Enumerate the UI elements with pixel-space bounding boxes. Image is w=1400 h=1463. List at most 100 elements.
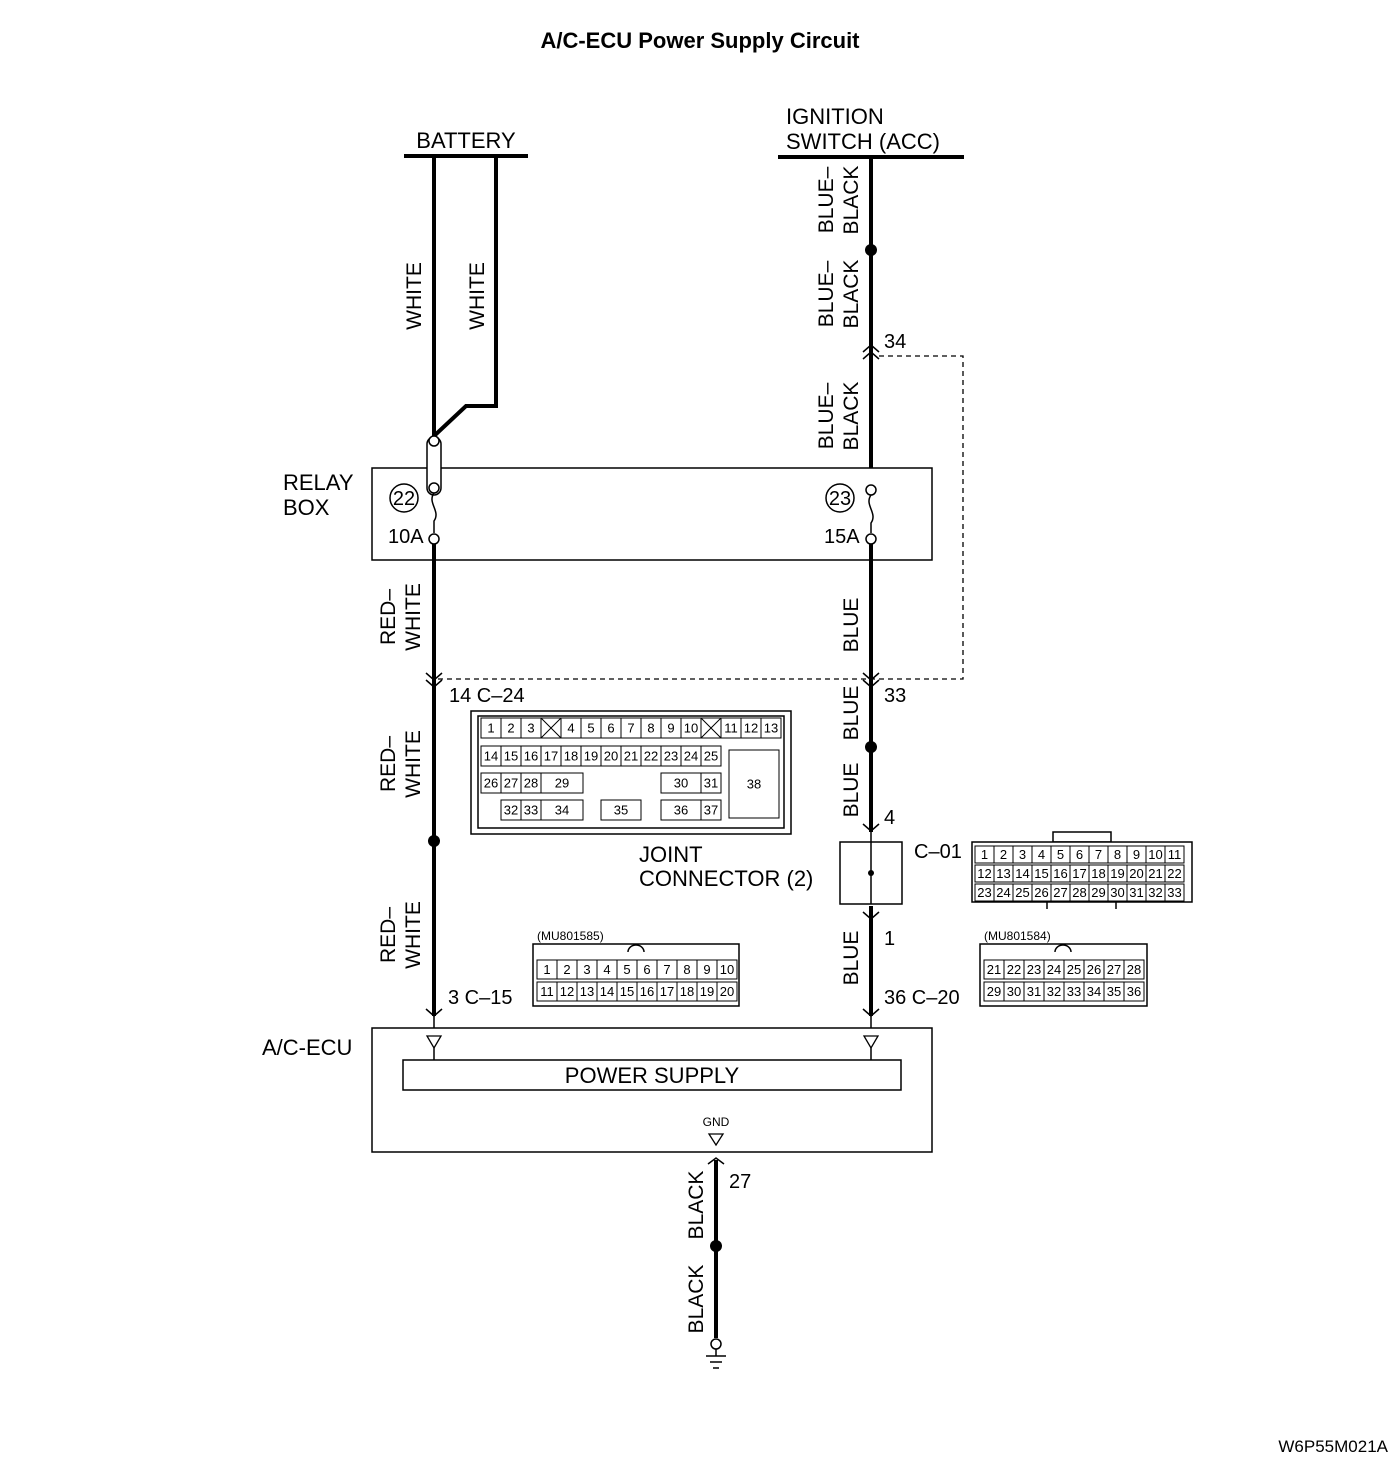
connector-cavity: [700, 745, 722, 767]
pin-number: 11: [540, 984, 554, 999]
ecu-gnd-triangle: [707, 1133, 725, 1147]
pin-number: 8: [683, 962, 690, 977]
pin-number: 3: [1019, 847, 1026, 862]
pin-number: 6: [607, 721, 614, 736]
pin-number: 14: [600, 984, 614, 999]
pin-number: 28: [1072, 885, 1086, 900]
pin-number: 17: [1072, 866, 1086, 881]
pin-number: 22: [1007, 962, 1021, 977]
pin-number: 37: [704, 803, 718, 818]
connector-cavity: [716, 959, 738, 980]
pin-number: 34: [1087, 984, 1101, 999]
pin-number: 33: [524, 803, 538, 818]
connector-cavity: [700, 772, 722, 794]
connector-cavity: [600, 799, 642, 821]
wire-color-left-a: RED– WHITE: [377, 583, 425, 651]
ignition-label-line2: SWITCH (ACC): [786, 129, 940, 154]
connector-marker-33b: [862, 679, 880, 688]
pin-number: 15: [620, 984, 634, 999]
pin-number: 19: [584, 749, 598, 764]
power-supply-label: POWER SUPPLY: [565, 1063, 740, 1088]
pin-number: 2: [1000, 847, 1007, 862]
pin-number: 30: [1007, 984, 1021, 999]
pin-number: 20: [720, 984, 734, 999]
pin-number: 18: [680, 984, 694, 999]
splice-dot-ign: [865, 244, 877, 256]
drawing-code: W6P55M021A: [1278, 1437, 1388, 1456]
connector-cavity: [1164, 864, 1185, 883]
pin-number: 3: [583, 962, 590, 977]
svg-text:WHITE: WHITE: [402, 730, 425, 798]
pin-number: 19: [700, 984, 714, 999]
fuse-pin-22-top: [428, 435, 440, 447]
svg-text:RED–: RED–: [377, 907, 400, 963]
pin-number: 18: [564, 749, 578, 764]
pin-number: 28: [524, 776, 538, 791]
pin-number: 31: [704, 776, 718, 791]
pin-number: 2: [507, 721, 514, 736]
pin-number: 29: [1091, 885, 1105, 900]
pin-number: 25: [1015, 885, 1029, 900]
relay-box-label-line1: RELAY: [283, 470, 354, 495]
wire-color-gnd-a: BLACK: [685, 1171, 708, 1240]
pin-number: 6: [643, 962, 650, 977]
pin-number: 17: [660, 984, 674, 999]
pin-number: 32: [504, 803, 518, 818]
svg-text:WHITE: WHITE: [402, 583, 425, 651]
connector-marker-33a: [862, 672, 880, 681]
svg-text:BLACK: BLACK: [840, 260, 863, 329]
pin-number: 33: [1167, 885, 1181, 900]
connector-cavity: [540, 772, 584, 794]
terminal-34: 34: [884, 331, 906, 353]
pin-number: 23: [977, 885, 991, 900]
pin-number: 36: [674, 803, 688, 818]
joint-connector-label-line2: CONNECTOR (2): [639, 866, 813, 891]
svg-text:RED–: RED–: [377, 589, 400, 645]
pin-number: 6: [1076, 847, 1083, 862]
wire-color-right-d: BLUE: [840, 931, 863, 986]
connector-marker-14b: [425, 679, 443, 688]
pin-number: 12: [560, 984, 574, 999]
pin-number: 17: [544, 749, 558, 764]
wire-color-battery-left: WHITE: [403, 262, 426, 330]
pin-number: 20: [604, 749, 618, 764]
svg-text:RED–: RED–: [377, 736, 400, 792]
wire-color-right-a: BLUE: [840, 598, 863, 653]
svg-text:WHITE: WHITE: [402, 901, 425, 969]
pin-number: 25: [1067, 962, 1081, 977]
pin-number: 26: [1034, 885, 1048, 900]
pin-number: 10: [720, 962, 734, 977]
svg-text:BLUE–: BLUE–: [815, 166, 838, 233]
pin-number: 9: [667, 721, 674, 736]
part-number-c20: (MU801584): [984, 929, 1051, 943]
pin-number: 4: [567, 721, 574, 736]
pin-number: 3: [527, 721, 534, 736]
terminal-27: 27: [729, 1171, 751, 1193]
connector-marker-34b: [862, 351, 880, 360]
pin-number: 14: [484, 749, 498, 764]
pin-number: 25: [704, 749, 718, 764]
connector-cavity: [700, 799, 722, 821]
fuse-pin-22-mid: [428, 482, 440, 494]
terminal-36-c20: 36 C–20: [884, 987, 960, 1009]
connector-cavity: [1123, 959, 1145, 980]
connector-cavity: [540, 799, 584, 821]
ecu-label: A/C-ECU: [262, 1035, 352, 1060]
pin-number: 4: [603, 962, 610, 977]
fuse-amp-23: 15A: [824, 526, 860, 548]
svg-text:BLUE–: BLUE–: [815, 382, 838, 449]
splice-dot-gnd: [710, 1240, 722, 1252]
ground-symbol-icon: [706, 1338, 726, 1369]
battery-wire-right: [432, 156, 498, 438]
battery-label: BATTERY: [416, 128, 516, 153]
connector-cavity: [728, 749, 780, 819]
fuse-element-23: [868, 494, 874, 533]
diagram-title: A/C-ECU Power Supply Circuit: [540, 28, 860, 53]
fuse-amp-22: 10A: [388, 526, 424, 548]
wire-color-left-b: RED– WHITE: [377, 730, 425, 798]
pin-number: 11: [1168, 847, 1182, 862]
pin-number: 13: [764, 721, 778, 736]
